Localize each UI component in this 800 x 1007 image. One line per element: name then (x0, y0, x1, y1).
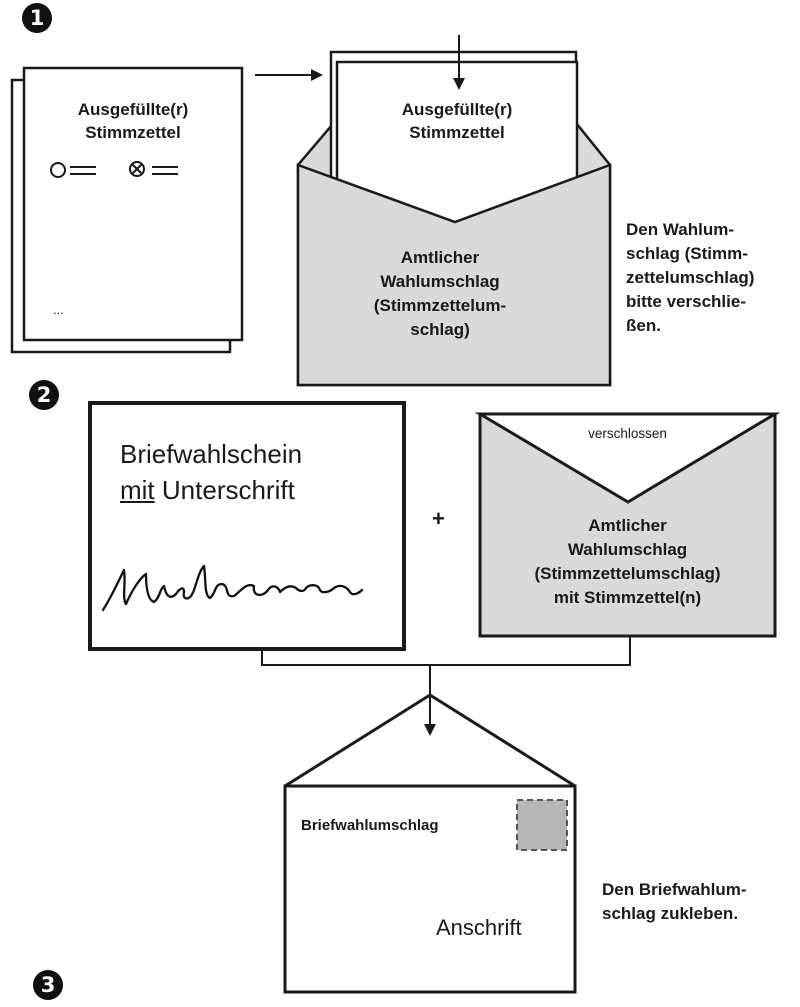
step1-instruction-line3: zettelumschlag) (626, 268, 755, 287)
step3-instruction-line2: schlag zukleben. (602, 904, 739, 923)
mailing-envelope-label: Briefwahlumschlag (301, 817, 439, 834)
address-label: Anschrift (436, 915, 522, 940)
step3-instruction-line1: Den Briefwahlum- (602, 880, 747, 899)
official-envelope-label: Amtlicher Wahlumschlag (Stimmzettelum- s… (340, 246, 540, 342)
arrow-right-icon (255, 69, 323, 81)
envelope-label-line1: Amtlicher (400, 248, 480, 267)
ballot-title: Ausgefüllte(r) Stimmzettel (24, 98, 242, 144)
signature-image (101, 564, 364, 612)
ballot-ellipsis: ... (53, 302, 64, 317)
ballot-marks (50, 161, 178, 178)
step-1-marker: 1 (22, 3, 52, 33)
step3-instruction: Den Briefwahlum- schlag zukleben. (602, 878, 798, 926)
sealed-envelope-line2: Wahlumschlag (567, 540, 688, 559)
voting-card-line1: Briefwahlschein (120, 439, 303, 469)
envelope-label-line3: (Stimmzettelum- (373, 296, 507, 315)
voting-card-line2: mit Unterschrift (120, 472, 302, 508)
plus-sign: + (432, 506, 445, 531)
sealed-flap-label: verschlossen (588, 426, 667, 441)
step-3-marker: 3 (33, 970, 63, 1000)
sealed-envelope-line3: (Stimmzettelumschlag) (534, 564, 721, 583)
arrow-down-icon (453, 35, 465, 90)
voting-card-line2-rest: Unterschrift (154, 475, 295, 505)
envelope-label-line4: schlag) (410, 320, 470, 339)
inner-ballot-line2: Stimmzettel (409, 123, 505, 142)
step1-instruction-line4: bitte verschlie- (626, 292, 746, 311)
stamp-placeholder (516, 799, 568, 851)
step1-instruction-line1: Den Wahlum- (626, 220, 734, 239)
filled-ballot-stack (10, 66, 244, 354)
ballot-title-line1: Ausgefüllte(r) (77, 100, 189, 119)
voting-card-title: Briefwahlschein mit Unterschrift (120, 436, 302, 508)
sealed-envelope-line4: mit Stimmzettel(n) (553, 588, 702, 607)
sealed-envelope-line1: Amtlicher (588, 516, 667, 535)
step1-instruction: Den Wahlum- schlag (Stimm- zettelumschla… (626, 218, 798, 338)
closed-envelope (474, 412, 781, 638)
inner-ballot-title: Ausgefüllte(r) Stimmzettel (337, 98, 577, 144)
step1-instruction-line2: schlag (Stimm- (626, 244, 748, 263)
arrow-down-icon-2 (424, 724, 436, 736)
voting-card-frame (88, 401, 406, 651)
voting-card-underlined: mit (120, 475, 155, 505)
step1-instruction-line5: ßen. (626, 316, 661, 335)
ballot-title-line2: Stimmzettel (85, 123, 181, 142)
envelope-front-pocket (296, 163, 612, 387)
inner-ballot-line1: Ausgefüllte(r) (401, 100, 513, 119)
envelope-label-line2: Wahlumschlag (380, 272, 500, 291)
sealed-envelope-label: Amtlicher Wahlumschlag (Stimmzettelumsch… (480, 514, 775, 610)
step-2-marker: 2 (29, 380, 59, 410)
